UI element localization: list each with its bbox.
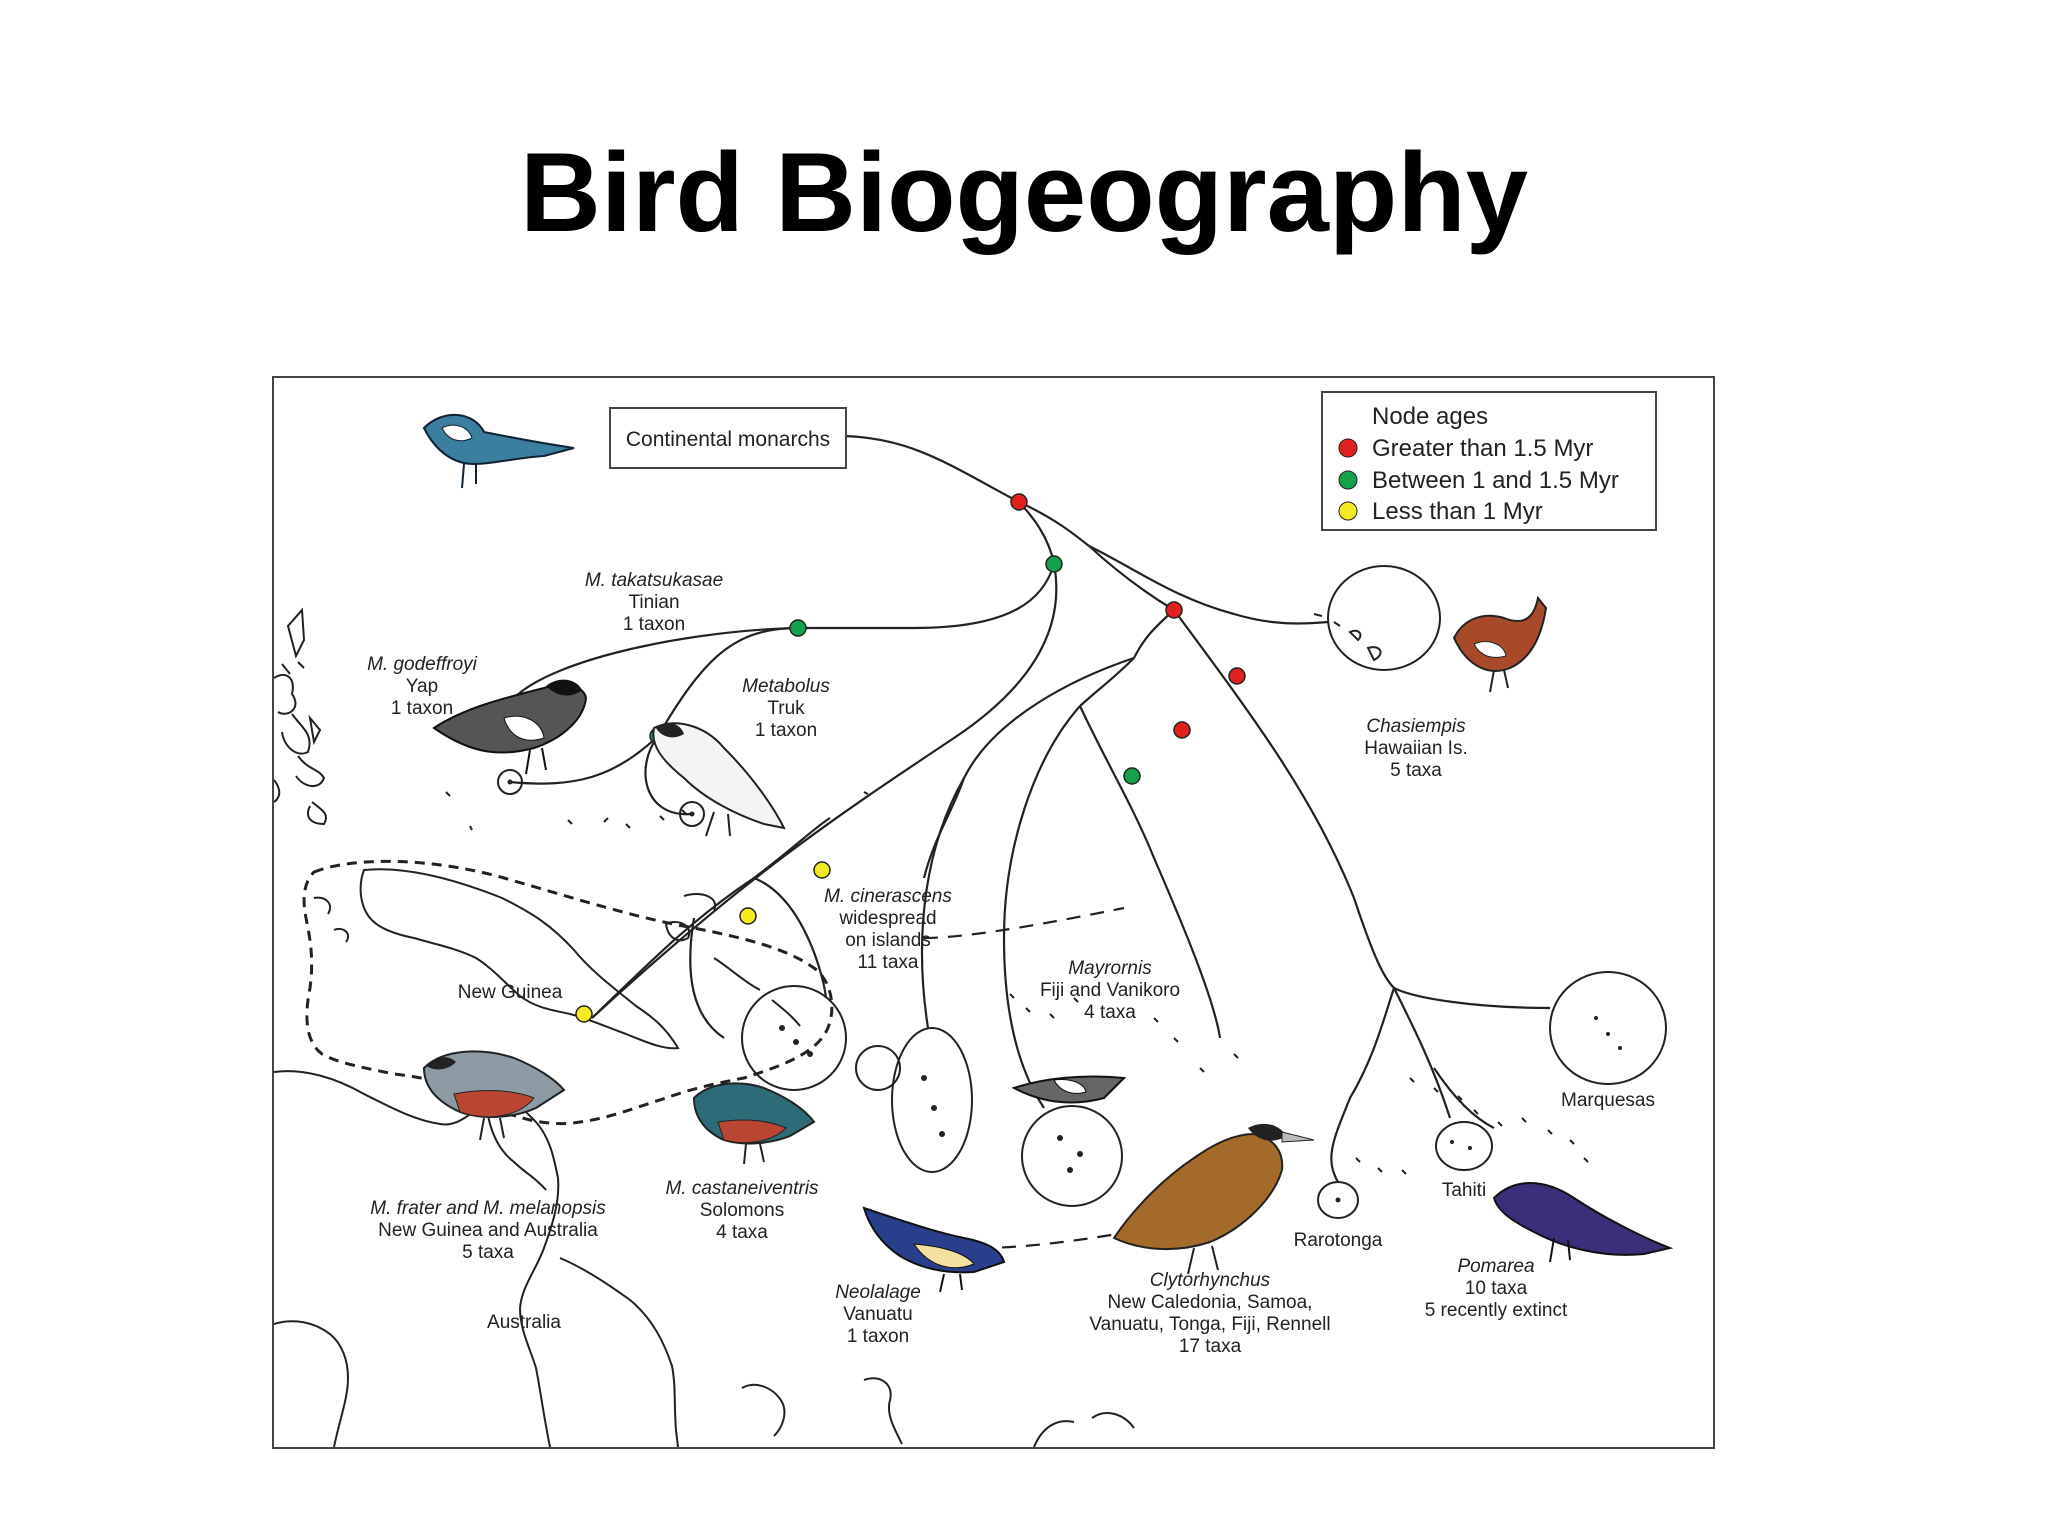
svg-text:Neolalage: Neolalage [835, 1282, 921, 1303]
taxon-label-frater: M. frater and M. melanopsis New Guinea a… [370, 1198, 606, 1263]
taxon-label-clytorhynchus: Clytorhynchus New Caledonia, Samoa, Vanu… [1089, 1270, 1330, 1357]
svg-text:M. cinerascens: M. cinerascens [824, 886, 952, 907]
svg-text:1 taxon: 1 taxon [623, 614, 685, 635]
map-background [274, 607, 1589, 1447]
place-rarotonga: Rarotonga [1294, 1230, 1383, 1251]
legend-item-label: Less than 1 Myr [1372, 498, 1543, 525]
svg-text:New Caledonia, Samoa,: New Caledonia, Samoa, [1108, 1292, 1313, 1313]
slide-title: Bird Biogeography [519, 130, 1529, 255]
place-tahiti: Tahiti [1442, 1180, 1486, 1201]
node-yellow [739, 907, 757, 925]
svg-text:1 taxon: 1 taxon [391, 698, 453, 719]
svg-text:Clytorhynchus: Clytorhynchus [1150, 1270, 1271, 1291]
biogeography-figure: Continental monarchs Node ages Greater t… [272, 376, 1715, 1449]
hawaii-circle [1327, 565, 1441, 671]
svg-text:Metabolus: Metabolus [742, 676, 830, 697]
taxon-label-metabolus: Metabolus Truk 1 taxon [742, 676, 830, 741]
bird-pomarea-illustration [1492, 1182, 1674, 1263]
svg-text:11 taxa: 11 taxa [858, 952, 919, 973]
node-red [1165, 601, 1183, 619]
taxon-label-pomarea: Pomarea 10 taxa 5 recently extinct [1425, 1256, 1568, 1321]
node-red [1173, 721, 1191, 739]
svg-text:Fiji and Vanikoro: Fiji and Vanikoro [1040, 980, 1180, 1001]
tahiti-circle [1435, 1121, 1493, 1171]
svg-text:5 recently extinct: 5 recently extinct [1425, 1300, 1568, 1321]
node-green [789, 619, 807, 637]
taxon-label-takatsukasae: M. takatsukasae Tinian 1 taxon [585, 570, 723, 635]
bird-neolalage-illustration [862, 1206, 1006, 1293]
svg-text:17 taxa: 17 taxa [1179, 1336, 1242, 1357]
bird-godeffroyi-illustration [432, 679, 588, 775]
place-marquesas: Marquesas [1561, 1090, 1655, 1111]
svg-text:Chasiempis: Chasiempis [1366, 716, 1466, 737]
node-green [1045, 555, 1063, 573]
legend-swatch-red [1338, 438, 1358, 458]
node-age-legend: Node ages Greater than 1.5 Myr Between 1… [1321, 391, 1657, 531]
svg-text:Solomons: Solomons [700, 1200, 785, 1221]
svg-text:M. godeffroyi: M. godeffroyi [367, 654, 478, 675]
svg-text:Hawaiian Is.: Hawaiian Is. [1364, 738, 1468, 759]
bird-frater-illustration [422, 1050, 566, 1141]
taxon-label-chasiempis: Chasiempis Hawaiian Is. 5 taxa [1364, 716, 1468, 781]
svg-text:New Guinea and Australia: New Guinea and Australia [378, 1220, 598, 1241]
svg-text:widespread: widespread [838, 908, 936, 929]
bird-metabolus-illustration [652, 722, 786, 837]
svg-text:Yap: Yap [406, 676, 438, 697]
taxon-label-castaneiventris: M. castaneiventris Solomons 4 taxa [665, 1178, 819, 1243]
island-dots [507, 707, 1622, 1203]
taxon-label-cinerascens: M. cinerascens widespread on islands 11 … [824, 886, 952, 973]
svg-text:4 taxa: 4 taxa [716, 1222, 768, 1243]
svg-text:Truk: Truk [767, 698, 805, 719]
svg-text:Vanuatu: Vanuatu [843, 1304, 912, 1325]
fiji-circle [1021, 1105, 1123, 1207]
place-new-guinea: New Guinea [458, 982, 563, 1003]
legend-title: Node ages [1372, 403, 1488, 430]
bird-chasiempis-illustration [1452, 595, 1548, 693]
figure-canvas: Continental monarchs Node ages Greater t… [274, 391, 1674, 1447]
legend-item-label: Greater than 1.5 Myr [1372, 435, 1593, 462]
svg-text:5 taxa: 5 taxa [1390, 760, 1442, 781]
svg-text:M. frater and M. melanopsis: M. frater and M. melanopsis [370, 1198, 606, 1219]
bird-castaneiventris-illustration [692, 1082, 816, 1165]
root-label: Continental monarchs [626, 428, 830, 451]
marquesas-circle [1549, 971, 1667, 1085]
svg-text:on islands: on islands [845, 930, 931, 951]
node-red [1228, 667, 1246, 685]
legend-swatch-yellow [1338, 501, 1358, 521]
place-australia: Australia [487, 1312, 561, 1333]
solomons-circle [741, 985, 847, 1091]
svg-text:Tinian: Tinian [628, 592, 679, 613]
legend-item-label: Between 1 and 1.5 Myr [1372, 467, 1619, 494]
node-yellow [813, 861, 831, 879]
taxon-label-godeffroyi: M. godeffroyi Yap 1 taxon [367, 654, 478, 719]
svg-text:5 taxa: 5 taxa [462, 1242, 514, 1263]
svg-text:4 taxa: 4 taxa [1084, 1002, 1136, 1023]
legend-swatch-green [1338, 470, 1358, 490]
node-red [1010, 493, 1028, 511]
taxon-label-neolalage: Neolalage Vanuatu 1 taxon [835, 1282, 921, 1347]
svg-text:Vanuatu, Tonga, Fiji, Rennell: Vanuatu, Tonga, Fiji, Rennell [1089, 1314, 1330, 1335]
place-labels: New Guinea Australia Marquesas Tahiti Ra… [458, 982, 1655, 1333]
svg-text:10 taxa: 10 taxa [1465, 1278, 1528, 1299]
svg-text:Mayrornis: Mayrornis [1068, 958, 1152, 979]
svg-text:Pomarea: Pomarea [1457, 1256, 1534, 1277]
bird-mayrornis-illustration [1011, 1075, 1127, 1104]
region-outline-dashed [302, 859, 834, 1126]
vanuatu-ellipse [891, 1027, 973, 1173]
phylogeny-nodes [575, 493, 1246, 1023]
bird-continental-illustration [422, 413, 575, 489]
root-box: Continental monarchs [609, 407, 847, 469]
svg-text:1 taxon: 1 taxon [755, 720, 817, 741]
bird-clytorhynchus-illustration [1112, 1123, 1315, 1275]
node-yellow [575, 1005, 593, 1023]
phylogeny-branches [509, 434, 1551, 1250]
taxon-label-mayrornis: Mayrornis Fiji and Vanikoro 4 taxa [1040, 958, 1180, 1023]
node-green [1123, 767, 1141, 785]
svg-text:M. takatsukasae: M. takatsukasae [585, 570, 723, 591]
svg-text:M. castaneiventris: M. castaneiventris [665, 1178, 819, 1199]
svg-text:1 taxon: 1 taxon [847, 1326, 909, 1347]
vanikoro-circle [855, 1045, 901, 1091]
